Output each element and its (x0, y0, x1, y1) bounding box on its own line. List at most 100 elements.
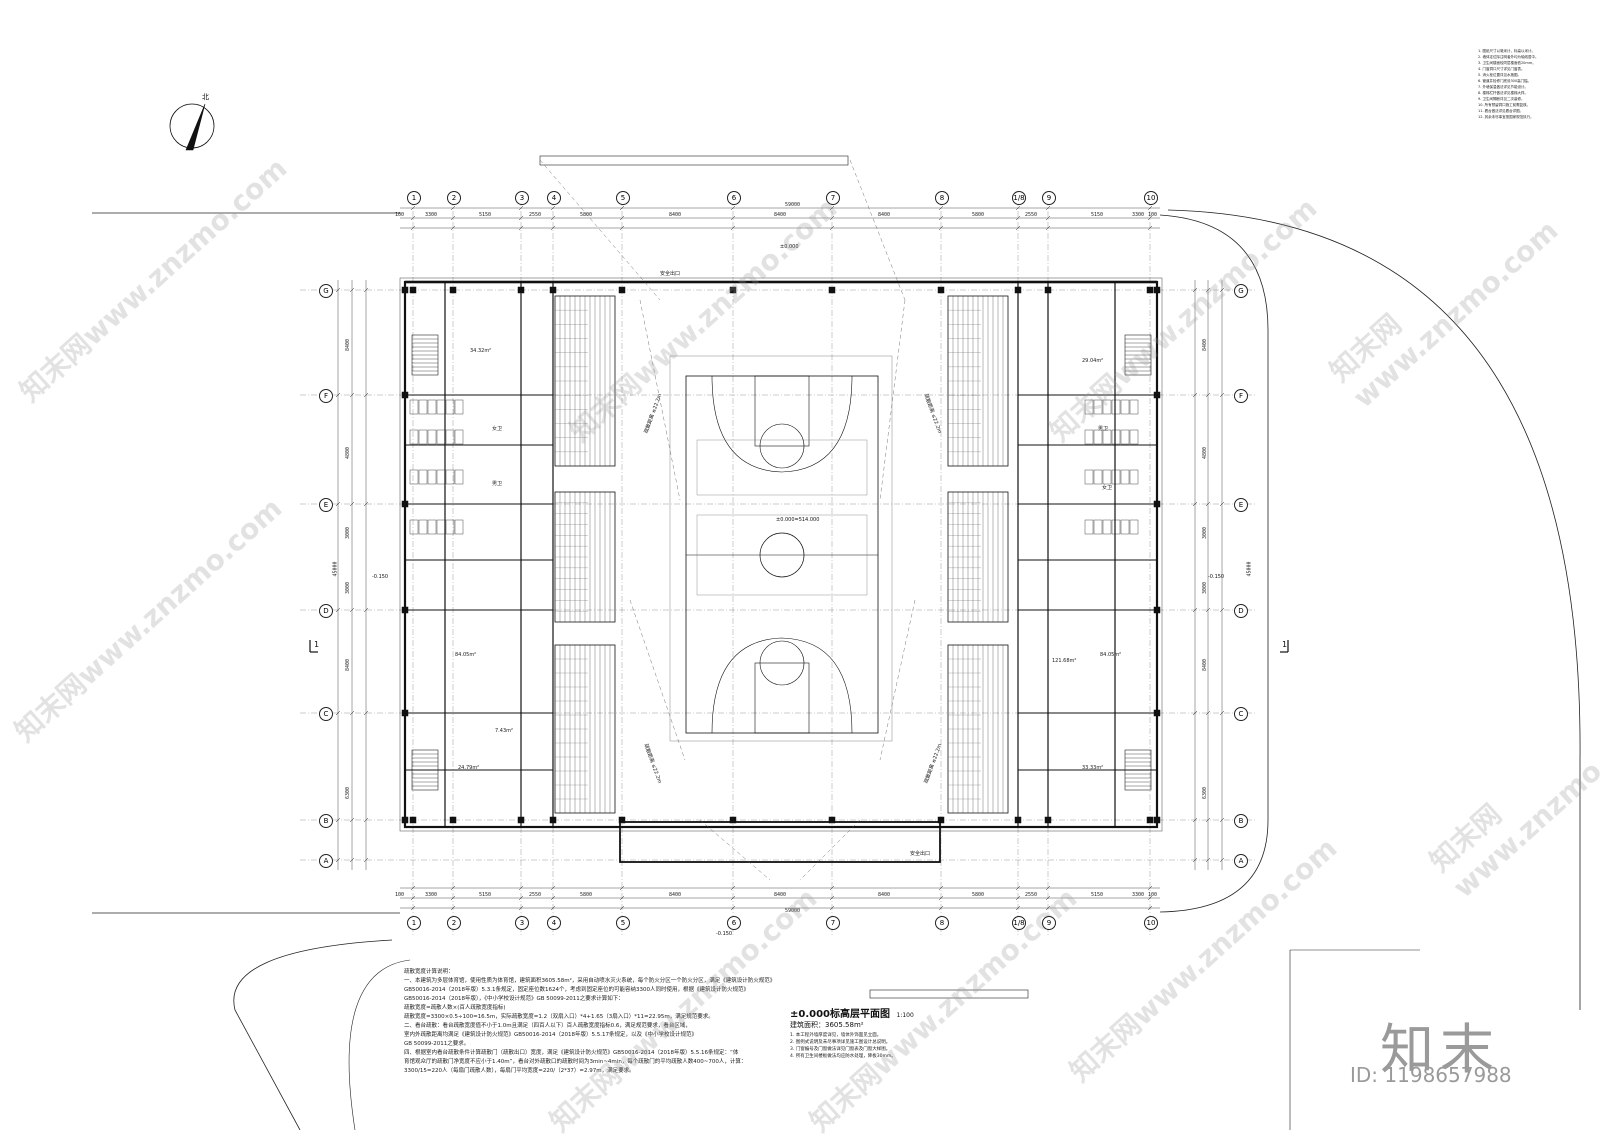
dim-tick (619, 895, 625, 901)
dim-value-left: 3000 (345, 581, 352, 595)
grid-bubble-left: D (319, 604, 333, 618)
column (449, 816, 457, 824)
grid-bubble-bottom: 2 (447, 916, 461, 930)
column (401, 709, 409, 717)
dim-tick (938, 205, 944, 211)
grid-bubble-bottom: 6 (727, 916, 741, 930)
dim-tick (518, 905, 524, 911)
grid-bubble-top: 2 (447, 191, 461, 205)
note-line: 7. 外墙保温做法详见节能设计。 (1478, 85, 1528, 89)
dim-value-bottom: 100 (395, 892, 405, 898)
evac-path (879, 299, 906, 501)
dim-tick (335, 607, 341, 613)
court-elevation: ±0.000=514.000 (776, 517, 820, 523)
dim-tick (938, 895, 944, 901)
dim-tick (1147, 895, 1153, 901)
grid-bubble-left: F (319, 389, 333, 403)
toilet-cubicle (427, 429, 437, 445)
dim-tick (1205, 392, 1211, 398)
dim-tick (730, 225, 736, 231)
dim-tick (938, 885, 944, 891)
dim-tick (829, 215, 835, 221)
dim-tick (450, 205, 456, 211)
note-line: 1. 本工程外墙厚度详见，墙体外饰面见立面。 (790, 1033, 882, 1038)
dim-tick (1219, 817, 1225, 823)
dim-tick (829, 205, 835, 211)
outline-wall (399, 277, 1163, 832)
dim-tick (829, 885, 835, 891)
dim-tick (829, 895, 835, 901)
dim-tick (730, 215, 736, 221)
toilet-cubicle (1084, 399, 1094, 415)
dim-value-top: 3300 (425, 212, 438, 218)
dim-value-top: 100 (395, 212, 405, 218)
note-line: 3. 卫生间楼面较同层楼面低20mm。 (1478, 61, 1536, 65)
toilet-cubicle (427, 469, 437, 485)
column (401, 286, 409, 294)
grid-bubble-top: 1 (407, 191, 421, 205)
dim-tick (518, 215, 524, 221)
dim-tick (619, 215, 625, 221)
toilet-cubicle (1084, 469, 1094, 485)
note-line: 2. 墙体定位除注明者外均为轴线居中。 (1478, 55, 1539, 59)
grid-bubble-left: G (319, 284, 333, 298)
evac-path (699, 819, 771, 881)
dim-value-left: 8400 (345, 338, 352, 352)
site-boundary-curve (1159, 214, 1269, 913)
note-line: 1. 图纸尺寸以毫米计，标高以米计。 (1478, 49, 1535, 53)
dim-tick (1219, 287, 1225, 293)
dim-tick (1045, 905, 1051, 911)
exit-label-bottom: 安全出口 (910, 851, 931, 857)
scale-bar (869, 989, 1029, 999)
toilet-cubicle (409, 399, 419, 415)
grid-bubble-left: C (319, 707, 333, 721)
dim-value-right: 3000 (1202, 581, 1209, 595)
room-right-2: 男卫 (1098, 426, 1109, 432)
key-top (754, 375, 810, 447)
dim-tick (363, 392, 369, 398)
dim-tick (1205, 817, 1211, 823)
dim-value-top: 100 (1148, 212, 1158, 218)
toilet-cubicle (418, 469, 428, 485)
toilet-cubicle (1120, 429, 1130, 445)
toilet-cubicle (445, 519, 455, 535)
column (409, 816, 417, 824)
dim-value-bottom: 2550 (1025, 892, 1038, 898)
grid-bubble-top: 10 (1144, 191, 1158, 205)
column (1014, 286, 1022, 294)
dim-tick (1192, 857, 1198, 863)
three-point-arc-top (711, 375, 853, 473)
toilet-cubicle (1102, 519, 1112, 535)
grid-bubble-bottom: 10 (1144, 916, 1158, 930)
toilet-cubicle (1084, 519, 1094, 535)
grid-bubble-top: 5 (616, 191, 630, 205)
dim-tick (410, 895, 416, 901)
dim-tick (1147, 905, 1153, 911)
note-line: 9. 卫生间隔断详见二次装修。 (1478, 97, 1525, 101)
dim-tick (349, 857, 355, 863)
dim-value-top: 2550 (529, 212, 542, 218)
grid-bubble-bottom: 1 (407, 916, 421, 930)
dim-tick (938, 215, 944, 221)
dim-value-top: 5800 (580, 212, 593, 218)
note-line: 一、本建筑为多层体育馆，使用性质为体育馆，建筑面积3605.58m²，采用自动喷… (404, 978, 776, 984)
dim-tick (335, 817, 341, 823)
column (549, 816, 557, 824)
dim-tick (938, 905, 944, 911)
grid-bubble-right: F (1234, 389, 1248, 403)
dim-value-bottom: 5800 (580, 892, 593, 898)
toilet-cubicle (1111, 519, 1121, 535)
legend-notes: 1. 本工程外墙厚度详见，墙体外饰面见立面。2. 图例式说明及未尽事项详见施工图… (790, 1032, 970, 1060)
room-left-5: 7.43m² (495, 728, 514, 734)
dim-tick (410, 885, 416, 891)
grid-bubble-bottom: 3 (515, 916, 529, 930)
toilet-cubicle (445, 429, 455, 445)
toilet-cubicle (1129, 399, 1139, 415)
toilet-cubicle (1129, 469, 1139, 485)
dim-tick (349, 817, 355, 823)
note-line: 10. 所有预留洞口施工前需复核。 (1478, 103, 1531, 107)
dim-value-bottom: 100 (1148, 892, 1158, 898)
dim-tick (450, 885, 456, 891)
